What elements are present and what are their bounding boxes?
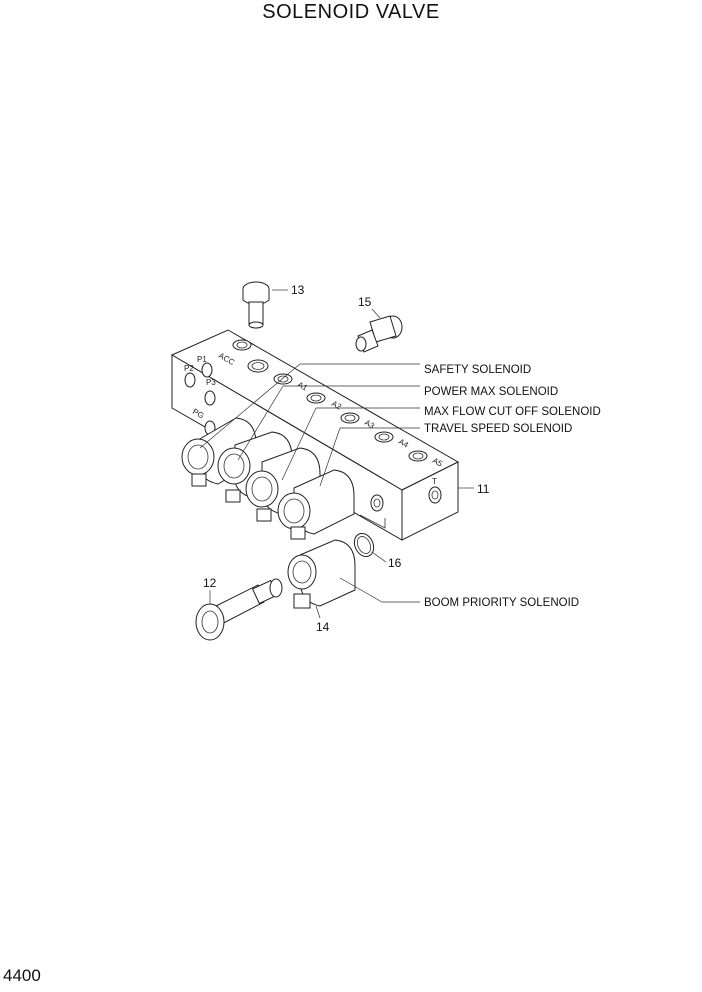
port-mark-a2: A2 xyxy=(330,399,343,412)
callout-14: 14 xyxy=(316,620,330,634)
port-mark-p1: P1 xyxy=(197,355,207,364)
callout-13: 13 xyxy=(291,283,305,297)
o-ring-part-16 xyxy=(353,532,375,558)
cartridge-part-12 xyxy=(195,578,283,641)
solenoid-coil-part-14 xyxy=(287,539,356,609)
port-mark-p3: P3 xyxy=(206,378,216,387)
plug-part-13 xyxy=(242,281,270,329)
port-mark-a4: A4 xyxy=(397,437,410,450)
port-mark-a5: A5 xyxy=(431,456,444,469)
port-mark-t: T xyxy=(432,477,437,486)
label-safety-solenoid: SAFETY SOLENOID xyxy=(424,364,531,376)
callout-11: 11 xyxy=(477,482,490,496)
fitting-part-15 xyxy=(355,315,403,353)
label-max-flow-cut-off-solenoid: MAX FLOW CUT OFF SOLENOID xyxy=(424,406,601,418)
page-title: SOLENOID VALVE xyxy=(262,1,440,23)
page-number: 4400 xyxy=(3,966,41,985)
callout-12: 12 xyxy=(203,576,217,590)
label-power-max-solenoid: POWER MAX SOLENOID xyxy=(424,386,558,398)
callout-16: 16 xyxy=(388,556,402,570)
port-mark-p2: P2 xyxy=(184,364,194,373)
solenoid-coil-4 xyxy=(277,469,355,540)
callout-15: 15 xyxy=(358,295,372,309)
port-mark-a1: A1 xyxy=(296,380,309,393)
label-boom-priority-solenoid: BOOM PRIORITY SOLENOID xyxy=(424,597,579,609)
label-travel-speed-solenoid: TRAVEL SPEED SOLENOID xyxy=(424,423,572,435)
